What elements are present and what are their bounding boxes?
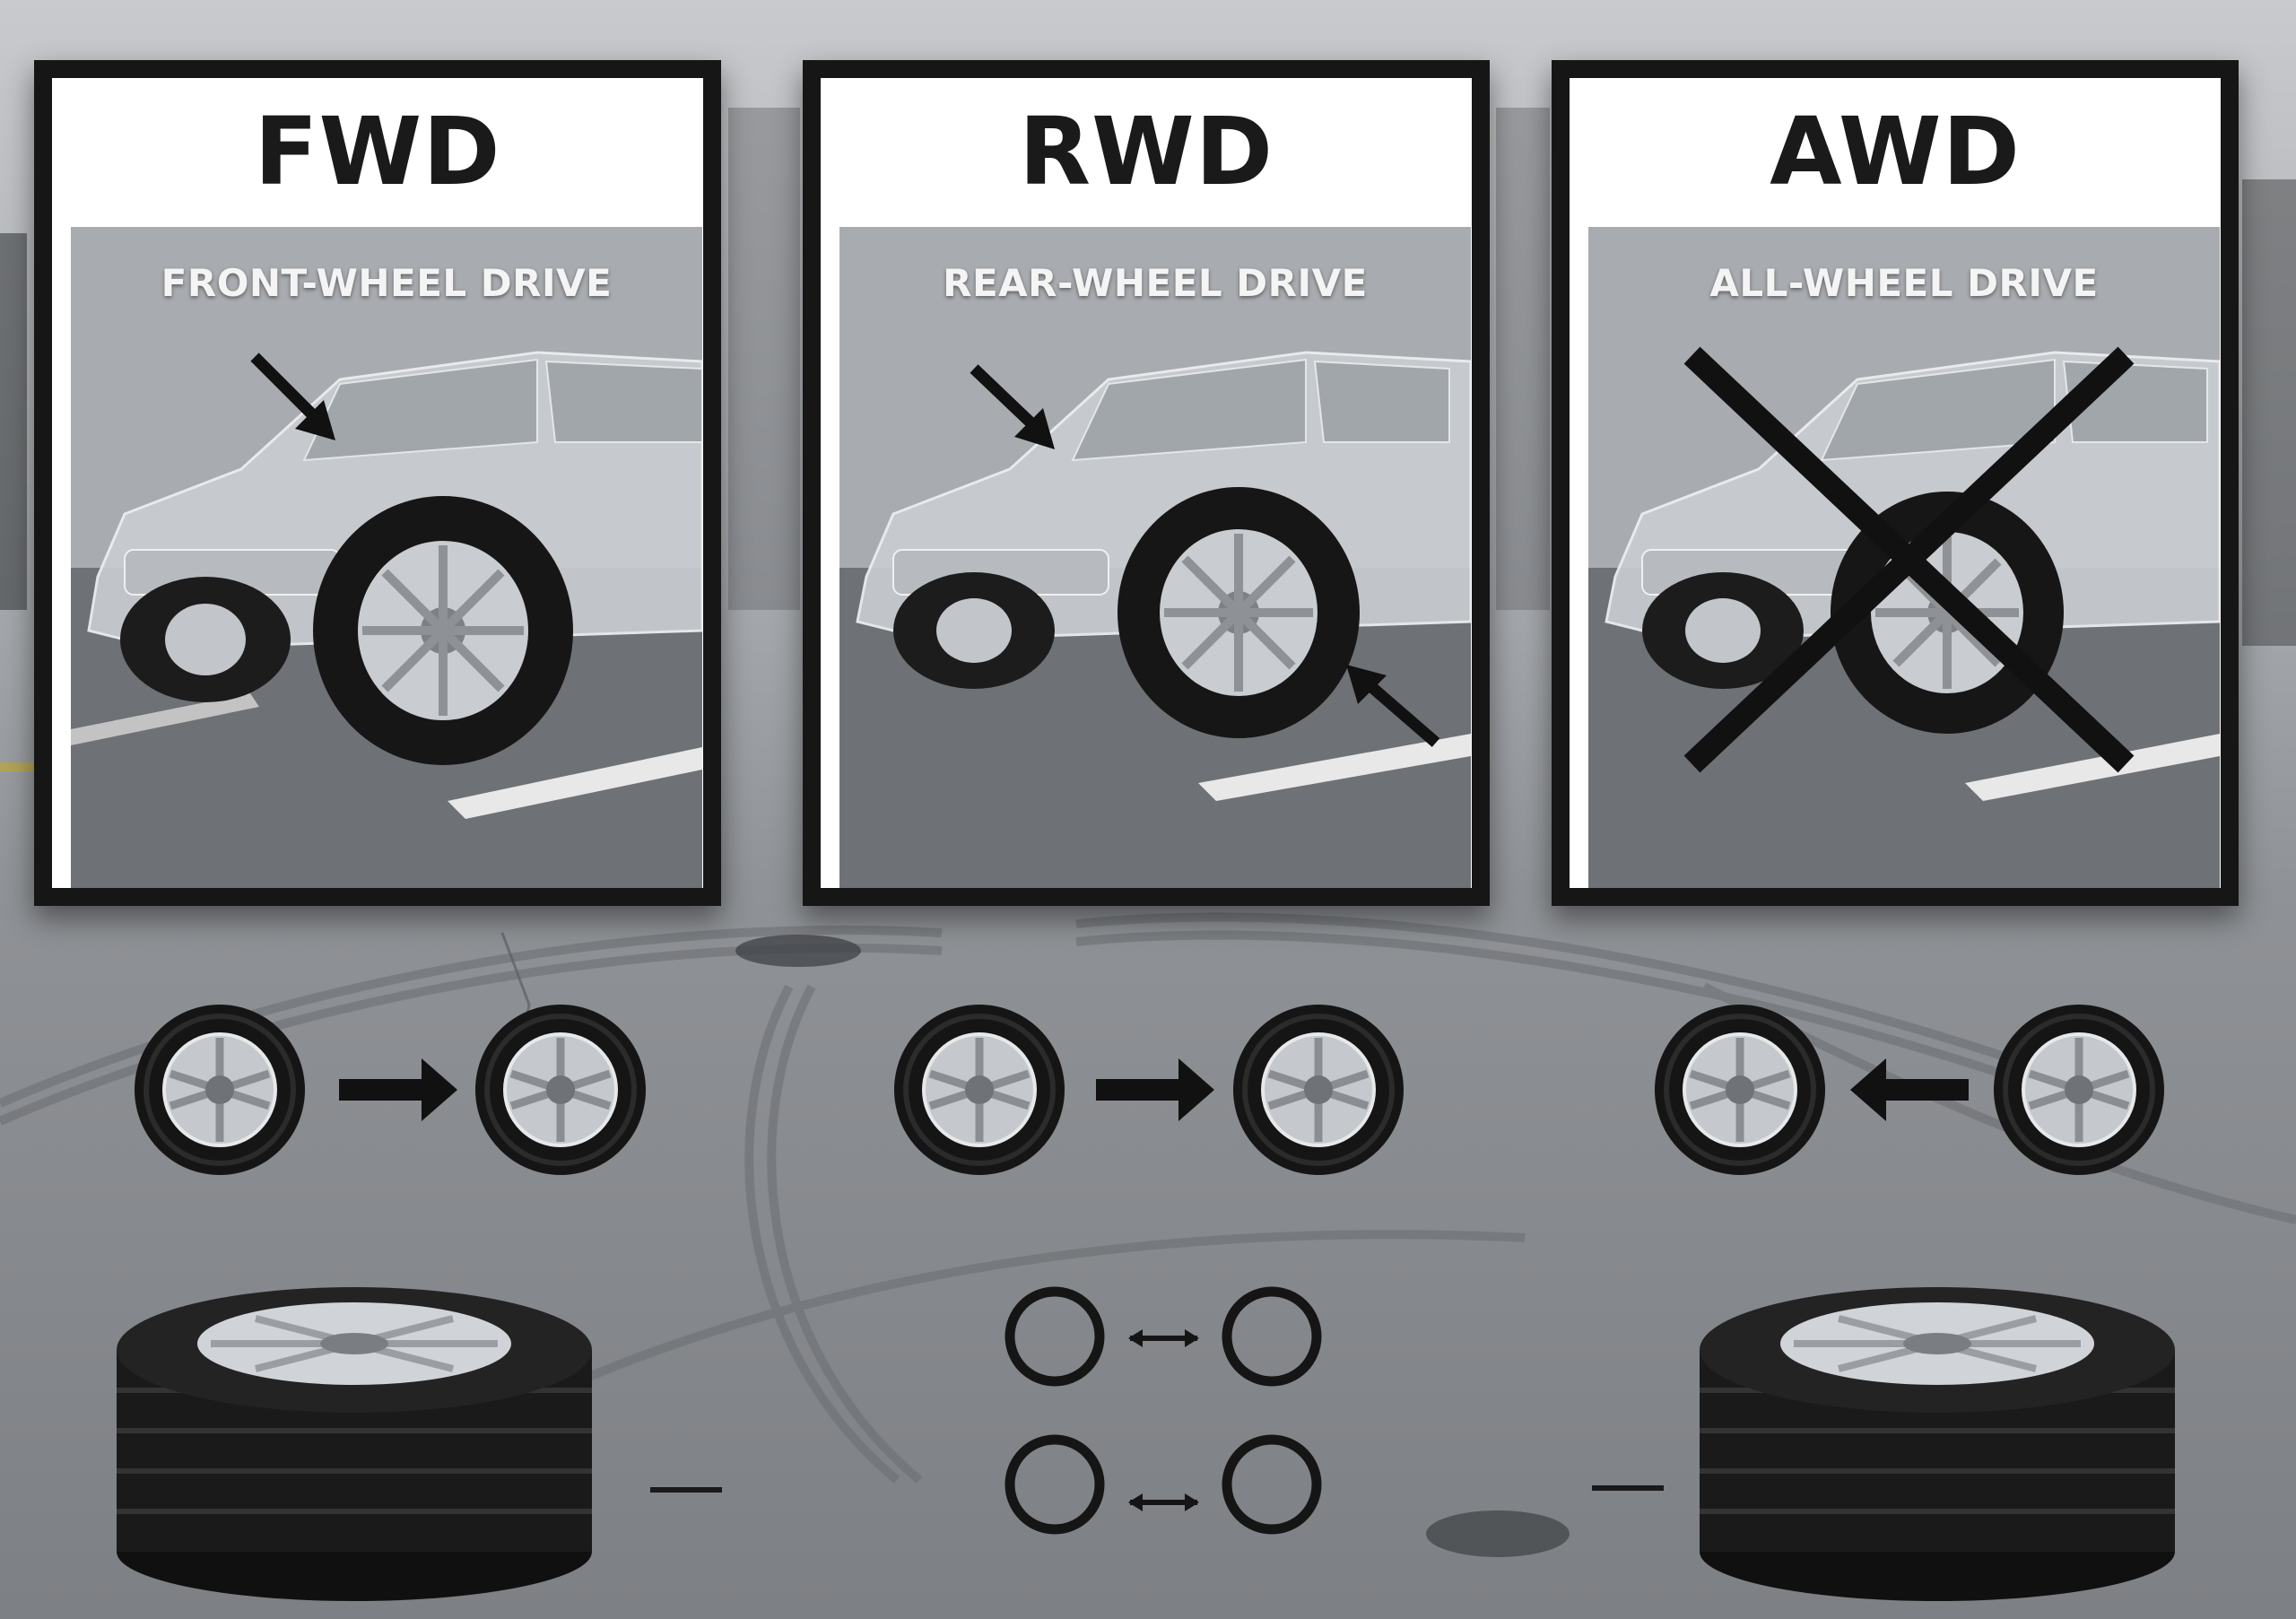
awd-panel: AWD <box>1552 60 2239 906</box>
rwd-title: RWD <box>1018 97 1274 206</box>
awd-label: ALL-WHEEL DRIVE <box>1709 261 2099 305</box>
tire-icon <box>1655 1005 1825 1175</box>
front-tire-icon <box>1118 487 1360 738</box>
tire-icon <box>475 1005 646 1175</box>
fwd-car-photo: FRONT-WHEEL DRIVE <box>71 227 702 888</box>
fwd-label: FRONT-WHEEL DRIVE <box>161 261 613 305</box>
stacked-tire-icon <box>1700 1287 2175 1601</box>
arrow-icon <box>1850 1058 1969 1121</box>
bottom-row <box>0 1256 2296 1619</box>
tire-icon <box>1233 1005 1404 1175</box>
swap-icon <box>1128 1493 1199 1511</box>
awd-title: AWD <box>1770 97 2021 206</box>
tire-icon <box>894 1005 1065 1175</box>
dash-icon <box>650 1487 722 1493</box>
dash-icon <box>1592 1485 1664 1491</box>
arrow-icon <box>970 364 1037 429</box>
rotation-row <box>0 987 2296 1211</box>
swap-icon <box>1128 1329 1199 1347</box>
awd-car-photo: ALL-WHEEL DRIVE <box>1588 227 2220 888</box>
rwd-panel: RWD <box>803 60 1490 906</box>
rwd-car-photo: REAR-WHEEL DRIVE <box>839 227 1471 888</box>
ring-icon <box>1004 1434 1105 1535</box>
arrow-icon <box>1096 1058 1214 1121</box>
ring-icon <box>1222 1286 1322 1387</box>
fwd-title: FWD <box>254 97 501 206</box>
fwd-panel: FWD <box>34 60 721 906</box>
front-tire-icon <box>313 496 573 765</box>
tire-icon <box>135 1005 305 1175</box>
arrow-icon <box>339 1058 457 1121</box>
arrow-icon <box>1364 680 1440 747</box>
ring-icon <box>1004 1286 1105 1387</box>
stacked-tire-icon <box>117 1287 592 1601</box>
tire-icon <box>1994 1005 2164 1175</box>
arrow-icon <box>250 353 317 420</box>
x-mark-icon <box>1683 346 2135 773</box>
rwd-label: REAR-WHEEL DRIVE <box>943 261 1368 305</box>
ring-icon <box>1222 1434 1322 1535</box>
